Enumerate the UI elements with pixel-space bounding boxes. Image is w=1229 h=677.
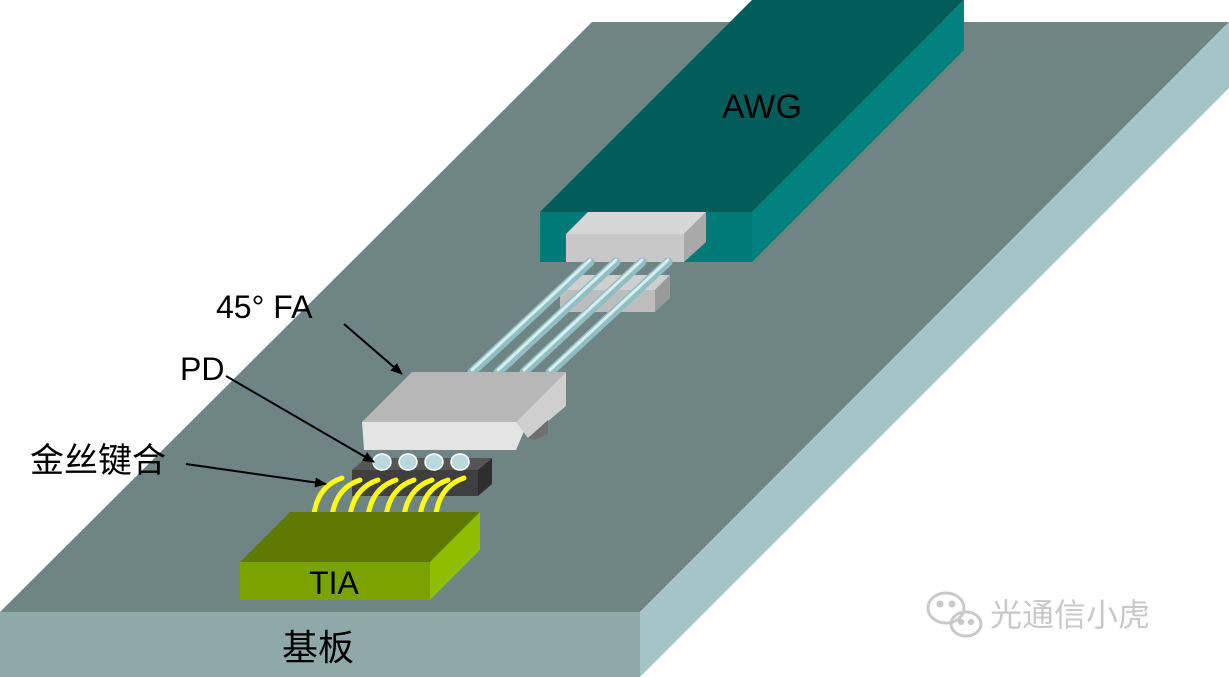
fiber-highlight — [548, 258, 670, 372]
awg-holder-side — [684, 212, 706, 262]
fa-side-face — [516, 372, 566, 438]
substrate-label: 基板 — [282, 627, 354, 668]
awg-side-face — [752, 0, 964, 262]
pd-side-face — [478, 458, 492, 496]
fa-block — [362, 372, 566, 450]
wire-bond — [365, 477, 399, 519]
fiber-highlight — [522, 258, 644, 372]
pd-lens — [450, 453, 470, 471]
wire-bond-arrow — [185, 463, 327, 488]
wechat-icon — [926, 591, 983, 638]
substrate-side-face — [640, 22, 1229, 677]
tia-side-face — [430, 512, 480, 600]
watermark: 光通信小虎 — [926, 591, 1150, 638]
wire-bond — [383, 477, 417, 519]
awg-holder-lower-side — [655, 275, 670, 312]
pd-arrow — [225, 375, 375, 463]
tia-label: TIA — [309, 565, 359, 601]
awg-top-face — [540, 0, 964, 212]
callout-arrows — [185, 323, 403, 488]
pd-lens — [372, 453, 392, 471]
wire-bond — [311, 475, 345, 517]
wire-bond — [329, 477, 363, 519]
fiber-highlight — [470, 258, 592, 372]
fa-label: 45° FA — [216, 289, 313, 325]
fiber-highlight — [496, 258, 618, 372]
watermark-text: 光通信小虎 — [990, 596, 1150, 634]
fa-bottom-shadow — [528, 420, 548, 440]
tia-front-face — [240, 562, 430, 600]
wire-bond — [417, 477, 451, 519]
substrate-front-face — [0, 612, 640, 677]
awg-label: AWG — [722, 88, 802, 126]
fa-top-face — [362, 372, 566, 422]
fa-arrow — [343, 323, 403, 375]
tia-top-face — [240, 512, 480, 562]
wire-bond — [401, 477, 435, 519]
substrate — [0, 22, 1229, 677]
awg-holder-front — [566, 234, 684, 262]
wire-bond — [433, 475, 467, 517]
optical-fibers — [467, 257, 673, 377]
pd-lens — [424, 453, 444, 471]
wire-bond — [347, 477, 381, 519]
pd-label: PD — [180, 351, 224, 387]
tia-chip — [240, 512, 480, 600]
wire-bond-label: 金丝键合 — [30, 442, 166, 480]
gold-wire-bonds — [311, 475, 467, 519]
pd-lens — [398, 453, 418, 471]
awg-holder-top — [566, 212, 706, 234]
fa-front-face — [362, 422, 528, 450]
